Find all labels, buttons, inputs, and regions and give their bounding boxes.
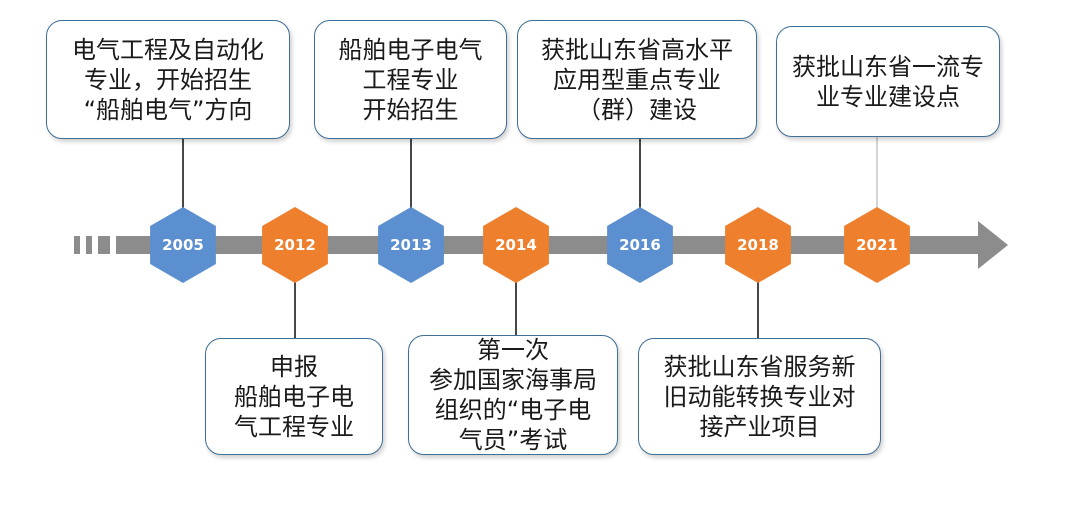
milestone-text-2018: 获批山东省服务新 旧动能转换专业对 接产业项目	[663, 352, 856, 441]
axis-tail-segment	[86, 236, 92, 254]
milestone-box-2012: 申报 船舶电子电 气工程专业	[205, 338, 383, 455]
year-label-2014: 2014	[495, 236, 537, 254]
axis-tail-segment	[98, 236, 110, 254]
year-hexagon-2013	[378, 207, 444, 283]
milestone-box-2016: 获批山东省高水平 应用型重点专业 （群）建设	[517, 20, 757, 139]
year-hexagon-2005	[150, 207, 216, 283]
milestone-text-2012: 申报 船舶电子电 气工程专业	[234, 352, 354, 441]
milestone-text-2005: 电气工程及自动化 专业，开始招生 “船舶电气”方向	[72, 35, 264, 124]
milestone-text-2016: 获批山东省高水平 应用型重点专业 （群）建设	[541, 35, 733, 124]
milestone-box-2005: 电气工程及自动化 专业，开始招生 “船舶电气”方向	[46, 20, 290, 139]
year-label-2018: 2018	[737, 236, 779, 254]
year-label-2012: 2012	[274, 236, 316, 254]
milestone-text-2021: 获批山东省一流专 业专业建设点	[792, 52, 984, 111]
timeline-arrow-head	[978, 221, 1008, 269]
year-label-2005: 2005	[162, 236, 204, 254]
axis-tail-segment	[74, 236, 80, 254]
year-label-2016: 2016	[619, 236, 661, 254]
milestone-text-2014: 第一次 参加国家海事局 组织的“电子电 气员”考试	[429, 336, 597, 454]
year-hexagon-2018	[725, 207, 791, 283]
year-hexagon-2012	[262, 207, 328, 283]
milestone-text-2013: 船舶电子电气 工程专业 开始招生	[338, 35, 483, 124]
year-hexagon-2014	[483, 207, 549, 283]
milestone-box-2013: 船舶电子电气 工程专业 开始招生	[314, 20, 507, 139]
year-hexagon-2021	[844, 207, 910, 283]
milestone-box-2021: 获批山东省一流专 业专业建设点	[776, 26, 1000, 137]
year-hexagon-2016	[607, 207, 673, 283]
milestone-box-2018: 获批山东省服务新 旧动能转换专业对 接产业项目	[638, 338, 881, 455]
year-label-2013: 2013	[390, 236, 432, 254]
year-label-2021: 2021	[856, 236, 898, 254]
milestone-box-2014: 第一次 参加国家海事局 组织的“电子电 气员”考试	[408, 335, 618, 455]
